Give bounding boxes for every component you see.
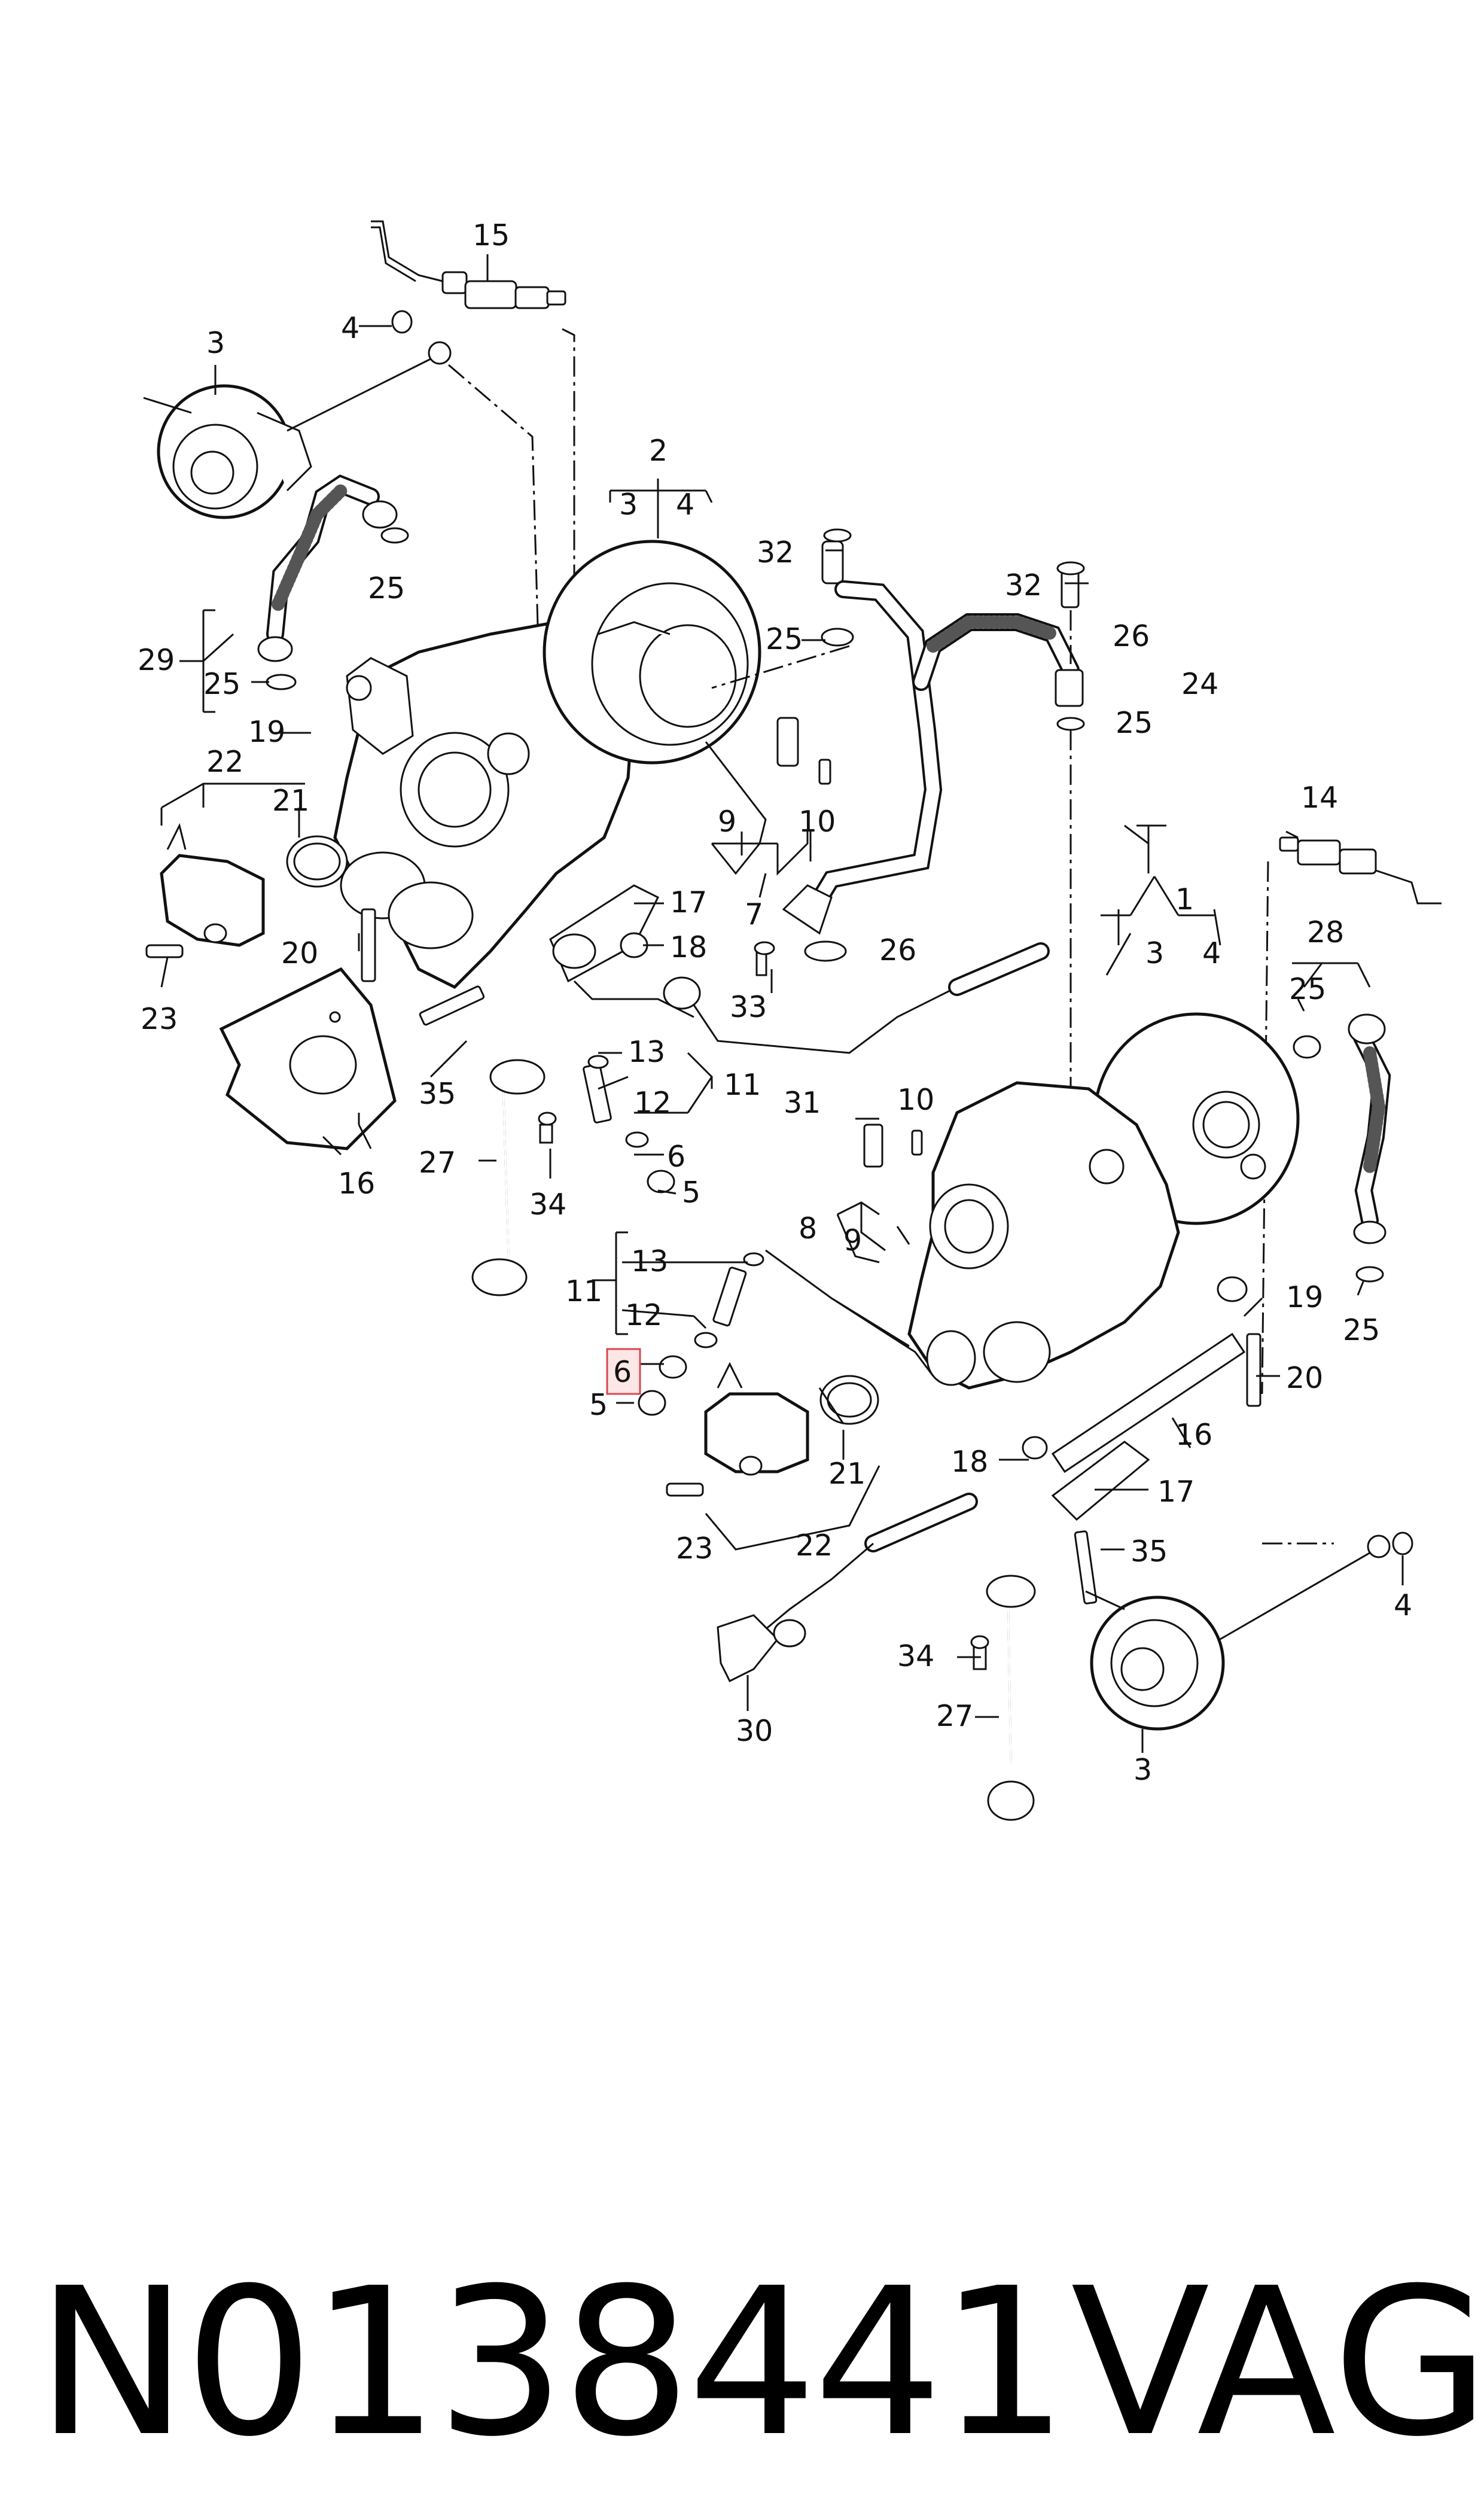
callout-4-sub[interactable]: 4 [1202,936,1221,970]
callout-19[interactable]: 19 [1286,1280,1323,1314]
coolant-pipe-upper [663,941,1050,1054]
callout-6[interactable]: 6 [613,1355,632,1389]
callout-1[interactable]: 1 [1175,882,1194,917]
callout-32[interactable]: 32 [1005,568,1042,602]
callout-11[interactable]: 11 [724,1068,761,1102]
oil-hose-lower [1293,1013,1391,1283]
part-number: N0138441 [36,2245,1069,2482]
wastegate-actuator-lower [1085,1531,1413,1731]
oil-supply-pipe-upper [711,528,1085,1125]
callout-9[interactable]: 9 [718,805,736,839]
coolant-pipe-lower [717,1493,978,1683]
callout-25[interactable]: 25 [1116,706,1153,740]
callout-11[interactable]: 11 [565,1274,602,1308]
oil-return-hose-upper [257,474,409,690]
bracket-lower [1022,1436,1150,1604]
callout-3-sub[interactable]: 3 [1145,936,1164,970]
callout-27[interactable]: 27 [419,1146,456,1180]
callout-28[interactable]: 28 [1307,915,1344,949]
callout-2[interactable]: 2 [649,434,668,468]
callout-13[interactable]: 13 [628,1035,665,1069]
oxygen-sensor-upper [371,220,575,604]
callout-4-sub[interactable]: 4 [676,488,694,522]
callout-34[interactable]: 34 [897,1639,934,1673]
callout-12[interactable]: 12 [625,1298,662,1332]
callout-20[interactable]: 20 [281,936,318,970]
callout-33[interactable]: 33 [730,990,767,1024]
callout-12[interactable]: 12 [634,1086,671,1120]
callout-26[interactable]: 26 [879,933,916,967]
callout-3[interactable]: 3 [1133,1753,1152,1787]
screw-kit-lower [638,1252,764,1416]
diverter-valve-lower [666,1362,879,1497]
callout-3-sub[interactable]: 3 [619,488,638,522]
leader-lines [160,254,1404,1753]
callout-21[interactable]: 21 [272,784,309,818]
oil-drain-pipe-upper [471,1058,557,1296]
callout-9[interactable]: 9 [843,1223,862,1258]
diverter-valve-upper [145,823,348,958]
callout-19[interactable]: 19 [248,715,285,749]
callout-25[interactable]: 25 [368,571,405,605]
callout-25[interactable]: 25 [1289,972,1326,1006]
callout-4[interactable]: 4 [1394,1588,1412,1622]
callout-14[interactable]: 14 [1301,781,1338,815]
callout-22[interactable]: 22 [206,745,243,779]
callout-4[interactable]: 4 [341,311,359,345]
callout-24[interactable]: 24 [1181,667,1218,701]
callout-32[interactable]: 32 [757,535,794,570]
oil-drain-pipe-lower [970,1575,1036,1821]
callout-21[interactable]: 21 [828,1457,866,1491]
callout-5[interactable]: 5 [682,1176,700,1210]
screw-kit-upper [583,1055,675,1193]
highlight-box-part-6 [606,1348,641,1395]
gasket-upper [219,908,485,1150]
callout-35[interactable]: 35 [419,1077,456,1111]
callout-30[interactable]: 30 [736,1714,773,1748]
gasket-lower [1051,1276,1261,1473]
callout-25[interactable]: 25 [1343,1313,1380,1347]
callout-26[interactable]: 26 [1113,619,1150,653]
callout-31[interactable]: 31 [784,1086,821,1120]
callout-18[interactable]: 18 [670,930,707,964]
callout-22[interactable]: 22 [796,1529,833,1563]
callout-17[interactable]: 17 [1157,1475,1194,1509]
callout-29[interactable]: 29 [138,643,175,677]
callout-7[interactable]: 7 [745,897,763,931]
callout-23[interactable]: 23 [141,1002,178,1036]
callout-25[interactable]: 25 [766,622,803,656]
callout-23[interactable]: 23 [676,1531,713,1566]
callout-18[interactable]: 18 [951,1445,988,1479]
callout-5[interactable]: 5 [589,1388,608,1422]
callout-15[interactable]: 15 [473,218,510,252]
callout-16[interactable]: 16 [338,1167,375,1201]
callout-35[interactable]: 35 [1130,1534,1168,1569]
callout-10[interactable]: 10 [897,1083,934,1117]
callout-10[interactable]: 10 [799,805,836,839]
manufacturer-name: VAG [1071,2245,1484,2482]
callout-34[interactable]: 34 [529,1188,566,1222]
turbine-housing-upper [333,540,831,989]
oxygen-sensor-lower [1261,836,1442,1395]
callout-16[interactable]: 16 [1175,1418,1212,1452]
callout-6[interactable]: 6 [667,1140,685,1174]
callout-27[interactable]: 27 [936,1699,973,1733]
callout-25[interactable]: 25 [203,667,240,701]
part-callouts: 15 4 3 2 3 4 25 32 25 32 26 24 25 29 25 … [138,218,1412,1787]
callout-8[interactable]: 8 [799,1211,817,1246]
callout-17[interactable]: 17 [670,885,707,919]
callout-3[interactable]: 3 [206,326,225,360]
wastegate-actuator-upper [143,310,540,647]
turbine-housing-lower [863,1012,1300,1390]
bracket-upper [549,884,660,983]
callout-20[interactable]: 20 [1286,1361,1323,1395]
lower-turbocharger-assembly [638,836,1442,1821]
upper-turbocharger-assembly [143,220,1085,1296]
callout-13[interactable]: 13 [631,1244,668,1278]
